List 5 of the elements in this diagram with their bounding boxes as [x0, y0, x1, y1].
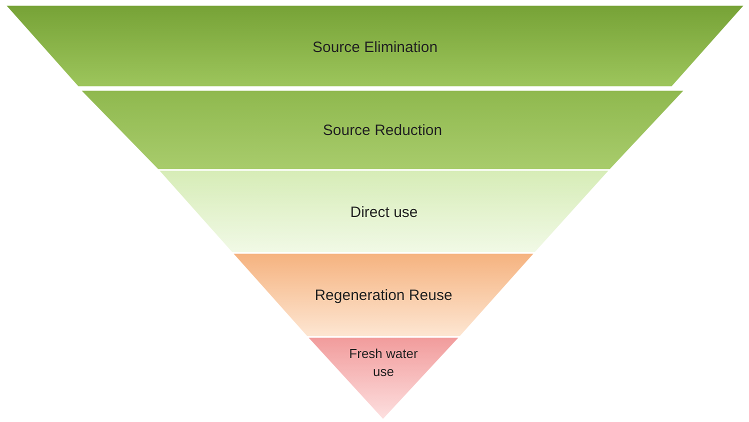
tier-label: Regeneration Reuse: [314, 286, 454, 306]
tier-label: Source Reduction: [322, 121, 444, 141]
tier-label: Source Elimination: [311, 38, 439, 58]
tier-label: Direct use: [349, 203, 419, 223]
tier-label: Fresh water use: [348, 345, 419, 382]
